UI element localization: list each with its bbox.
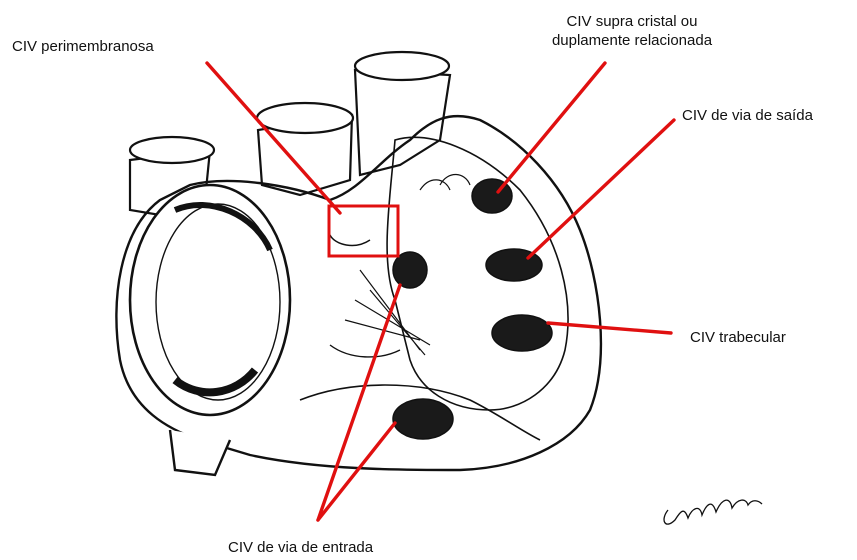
defect-trabecular bbox=[492, 315, 552, 351]
label-civ-via-saida: CIV de via de saída bbox=[682, 106, 813, 125]
label-civ-supra-cristal: CIV supra cristal ou duplamente relacion… bbox=[512, 12, 752, 50]
defect-inlet bbox=[393, 399, 453, 439]
label-supra-line1: CIV supra cristal ou bbox=[512, 12, 752, 31]
label-civ-trabecular: CIV trabecular bbox=[690, 328, 786, 347]
leader-entrada-2 bbox=[318, 423, 395, 520]
label-supra-line2: duplamente relacionada bbox=[512, 31, 752, 50]
leader-entrada-1 bbox=[318, 285, 400, 520]
label-civ-via-entrada: CIV de via de entrada bbox=[228, 538, 373, 557]
label-civ-perimembranosa: CIV perimembranosa bbox=[12, 37, 154, 56]
leader-trabecular bbox=[548, 323, 671, 333]
leader-supra bbox=[498, 63, 605, 192]
leader-saida bbox=[528, 120, 674, 258]
artist-signature bbox=[664, 500, 762, 524]
